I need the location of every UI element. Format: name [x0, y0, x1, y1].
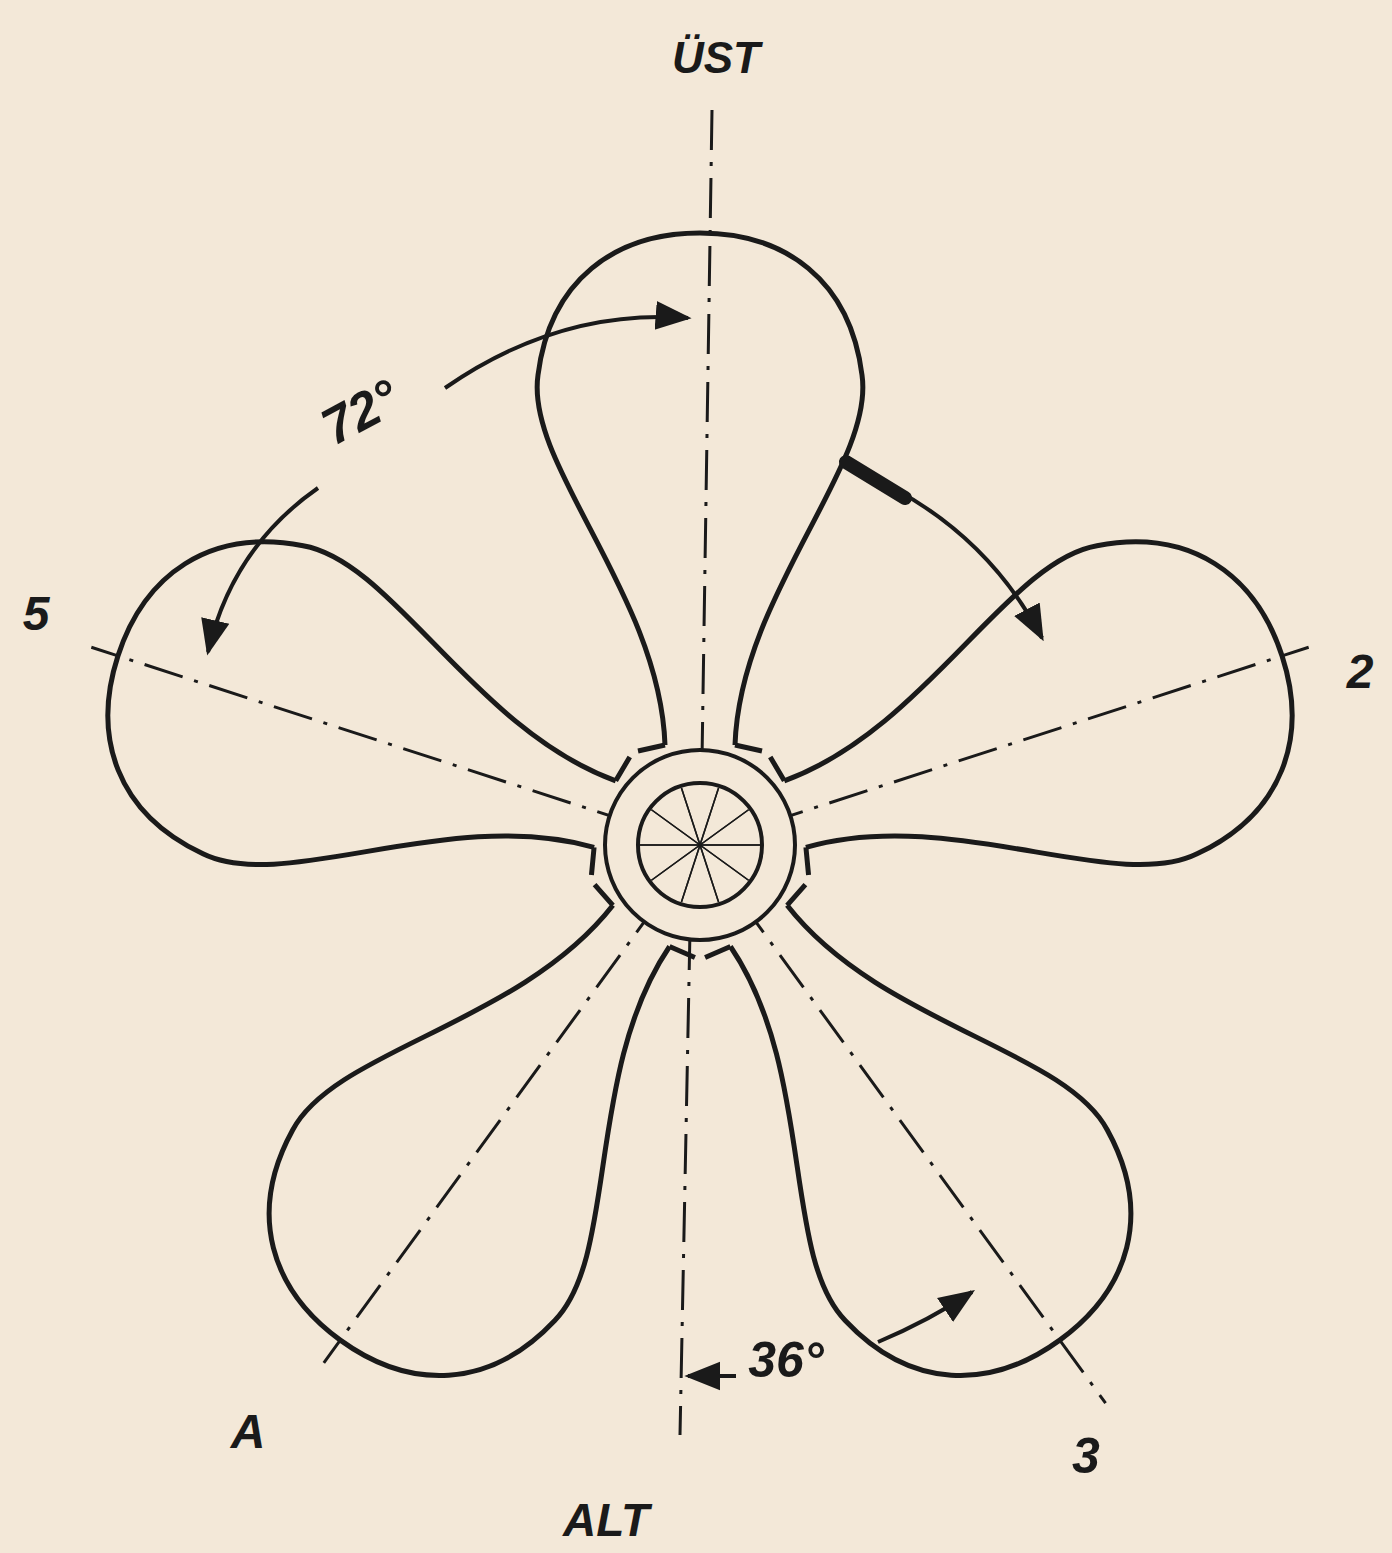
callout-label: ÜST [672, 36, 760, 80]
callout-label: ALT [563, 1497, 649, 1543]
dimension-arrow [208, 488, 318, 652]
dimension-arrow [850, 468, 1042, 638]
propeller-blade [537, 233, 863, 751]
blade-axis [700, 845, 1106, 1403]
callout-label: 2 [1347, 648, 1374, 696]
vertical-axis [680, 930, 690, 1435]
vertical-axis [702, 110, 712, 760]
dimension-arrow [445, 317, 688, 388]
dimension-arrows [208, 317, 1042, 1376]
blades [68, 233, 1333, 1436]
callout-label: 5 [23, 590, 50, 638]
hub [605, 750, 795, 940]
arrow-tail [846, 462, 905, 498]
callout-label: 36° [748, 1335, 824, 1385]
callout-label: 72° [313, 371, 407, 454]
dimension-arrow [688, 1374, 736, 1378]
callout-label: 3 [1072, 1431, 1100, 1481]
callout-label: A [231, 1408, 266, 1456]
dimension-arrow [878, 1292, 972, 1342]
